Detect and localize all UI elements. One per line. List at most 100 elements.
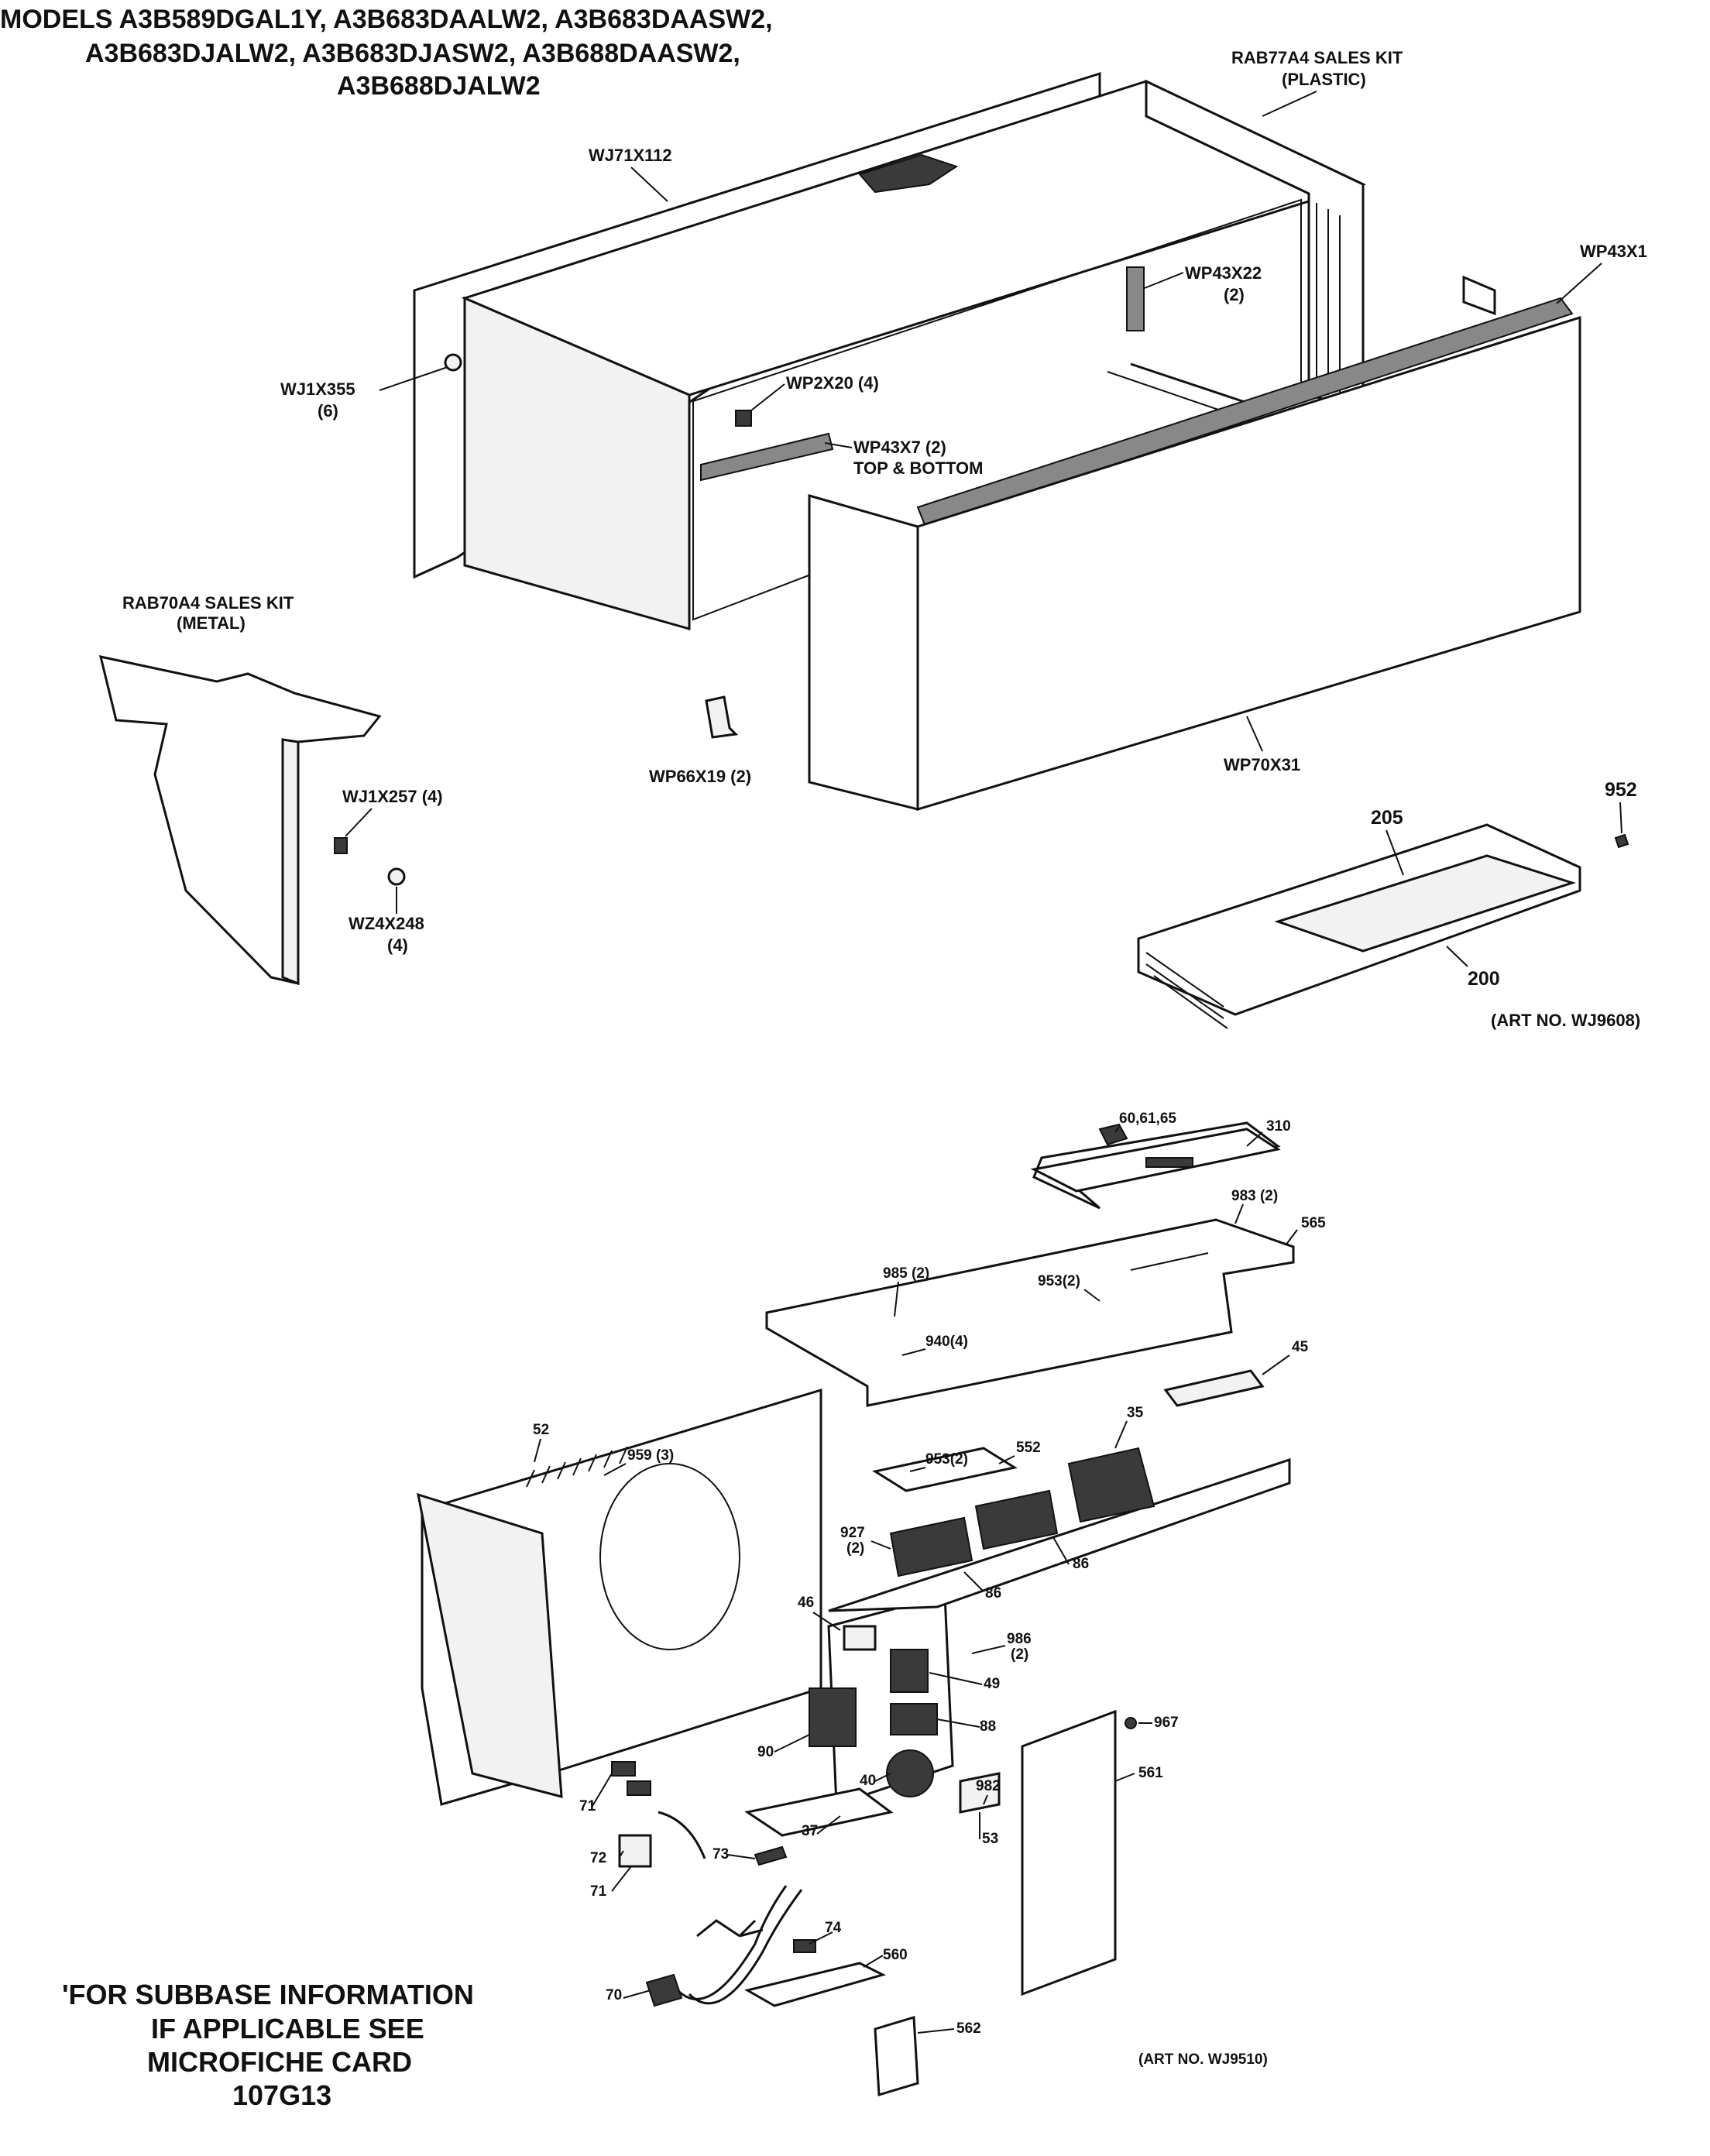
fan-opening bbox=[599, 1463, 740, 1650]
art-no-top: (ART NO. WJ9608) bbox=[1491, 1011, 1640, 1030]
models-line-3: A3B688DJALW2 bbox=[337, 71, 541, 101]
relay-86-right bbox=[974, 1489, 1059, 1550]
label-wp43x7: WP43X7 (2) bbox=[853, 438, 946, 457]
clip-wp2x20 bbox=[735, 410, 752, 427]
screw-967 bbox=[1125, 1717, 1137, 1729]
panel-561 bbox=[1021, 1709, 1117, 1996]
label-37: 37 bbox=[802, 1823, 818, 1839]
label-wp70x31: WP70X31 bbox=[1224, 755, 1300, 774]
label-967: 967 bbox=[1154, 1715, 1179, 1731]
label-952: 952 bbox=[1605, 779, 1637, 801]
label-927-qty: (2) bbox=[846, 1540, 864, 1557]
label-73: 73 bbox=[712, 1846, 729, 1862]
transformer-90 bbox=[809, 1687, 857, 1747]
label-wj1x355: WJ1X355 bbox=[280, 379, 355, 399]
gasket-wp43x1 bbox=[916, 297, 1574, 528]
label-wj1x257: WJ1X257 (4) bbox=[342, 787, 443, 806]
bracket-53 bbox=[959, 1772, 1001, 1814]
label-983: 983 (2) bbox=[1231, 1188, 1278, 1204]
label-wp43x22: WP43X22 bbox=[1185, 263, 1262, 283]
models-line-2: A3B683DJALW2, A3B683DJASW2, A3B688DAASW2… bbox=[85, 39, 740, 68]
screw-wj1x355 bbox=[444, 353, 462, 372]
capacitor-40 bbox=[886, 1749, 934, 1797]
label-35: 35 bbox=[1127, 1405, 1144, 1421]
louver-clips-959 bbox=[526, 1446, 628, 1488]
clip-73 bbox=[754, 1845, 788, 1866]
clip-wj1x257 bbox=[334, 837, 348, 854]
front-grille-assembly bbox=[1137, 823, 1629, 1029]
front-panel-wp70x31 bbox=[808, 275, 1581, 812]
sleeve-side-frame bbox=[1145, 79, 1365, 412]
label-86-a: 86 bbox=[985, 1585, 1001, 1602]
label-wp43x22-qty: (2) bbox=[1224, 285, 1245, 304]
art-no-bottom: (ART NO. WJ9510) bbox=[1138, 2051, 1268, 2068]
label-88: 88 bbox=[980, 1718, 996, 1735]
power-cord-70 bbox=[696, 1919, 764, 1938]
screw-952 bbox=[1614, 833, 1629, 849]
switch-46 bbox=[843, 1625, 877, 1651]
footnote-line-2: IF APPLICABLE SEE bbox=[151, 2013, 424, 2044]
leader-lines-bottom bbox=[534, 1126, 1298, 2034]
wire-harness bbox=[658, 1811, 706, 1859]
label-205: 205 bbox=[1371, 807, 1403, 829]
label-53: 53 bbox=[982, 1831, 998, 1847]
label-rab77a4-line2: (PLASTIC) bbox=[1282, 70, 1366, 89]
label-986-qty: (2) bbox=[1011, 1646, 1028, 1663]
label-90: 90 bbox=[757, 1744, 774, 1760]
label-71-a: 71 bbox=[579, 1798, 596, 1814]
label-wj71x112: WJ71X112 bbox=[589, 146, 672, 165]
label-wz4x248: WZ4X248 bbox=[349, 914, 424, 933]
label-927: 927 bbox=[840, 1525, 865, 1541]
label-959: 959 (3) bbox=[627, 1447, 674, 1464]
bracket-wp66x19 bbox=[705, 695, 739, 739]
label-wp2x20: WP2X20 (4) bbox=[786, 373, 879, 393]
relay-86-left bbox=[889, 1516, 973, 1578]
label-wp43x1: WP43X1 bbox=[1580, 242, 1647, 261]
label-310: 310 bbox=[1266, 1118, 1291, 1135]
relay-35 bbox=[1067, 1447, 1155, 1523]
label-wz4x248-qty: (4) bbox=[387, 936, 408, 955]
label-982: 982 bbox=[976, 1778, 1001, 1794]
label-rab77a4-line1: RAB77A4 SALES KIT bbox=[1231, 48, 1403, 67]
gasket-wp43x22 bbox=[1126, 266, 1145, 331]
label-560: 560 bbox=[883, 1947, 908, 1963]
component-49 bbox=[890, 1649, 929, 1693]
label-565: 565 bbox=[1301, 1215, 1326, 1231]
label-953a: 953(2) bbox=[1038, 1273, 1080, 1289]
label-953b: 953(2) bbox=[925, 1451, 968, 1468]
label-200: 200 bbox=[1468, 968, 1500, 990]
label-45: 45 bbox=[1292, 1339, 1309, 1355]
label-40: 40 bbox=[860, 1773, 876, 1789]
bracket-37 bbox=[744, 1787, 894, 1837]
models-line-1: MODELS A3B589DGAL1Y, A3B683DAALW2, A3B68… bbox=[0, 5, 773, 34]
connector-71-b bbox=[627, 1780, 651, 1796]
gasket-wp43x7 bbox=[700, 432, 834, 482]
label-60-61-65: 60,61,65 bbox=[1119, 1111, 1176, 1127]
plate-560 bbox=[743, 1962, 887, 2007]
component-88 bbox=[890, 1703, 938, 1735]
label-562: 562 bbox=[956, 2020, 981, 2037]
terminal-block-45 bbox=[1163, 1369, 1265, 1407]
top-cover-565 bbox=[765, 1218, 1295, 1407]
footnote-line-1: 'FOR SUBBASE INFORMATION bbox=[62, 1979, 474, 2010]
footnote-line-3: MICROFICHE CARD bbox=[147, 2046, 412, 2078]
bracket-562 bbox=[874, 2016, 919, 2096]
side-panel bbox=[417, 1492, 563, 1798]
label-561: 561 bbox=[1138, 1765, 1163, 1781]
label-985: 985 (2) bbox=[883, 1265, 929, 1282]
label-552: 552 bbox=[1016, 1440, 1041, 1456]
footnote-line-4: 107G13 bbox=[232, 2079, 331, 2111]
label-46: 46 bbox=[798, 1595, 814, 1611]
label-rab70a4-line1: RAB70A4 SALES KIT bbox=[122, 593, 294, 613]
label-rab70a4-line2: (METAL) bbox=[177, 613, 246, 633]
label-986: 986 bbox=[1007, 1631, 1032, 1647]
label-wj1x355-qty: (6) bbox=[318, 401, 338, 421]
label-52: 52 bbox=[533, 1422, 549, 1438]
label-86-b: 86 bbox=[1073, 1556, 1089, 1572]
label-72: 72 bbox=[590, 1850, 606, 1866]
chassis-assembly bbox=[417, 1121, 1295, 2096]
connector-72 bbox=[618, 1834, 652, 1868]
label-top-bottom: TOP & BOTTOM bbox=[853, 458, 983, 478]
screw-wz4x248 bbox=[387, 867, 406, 886]
